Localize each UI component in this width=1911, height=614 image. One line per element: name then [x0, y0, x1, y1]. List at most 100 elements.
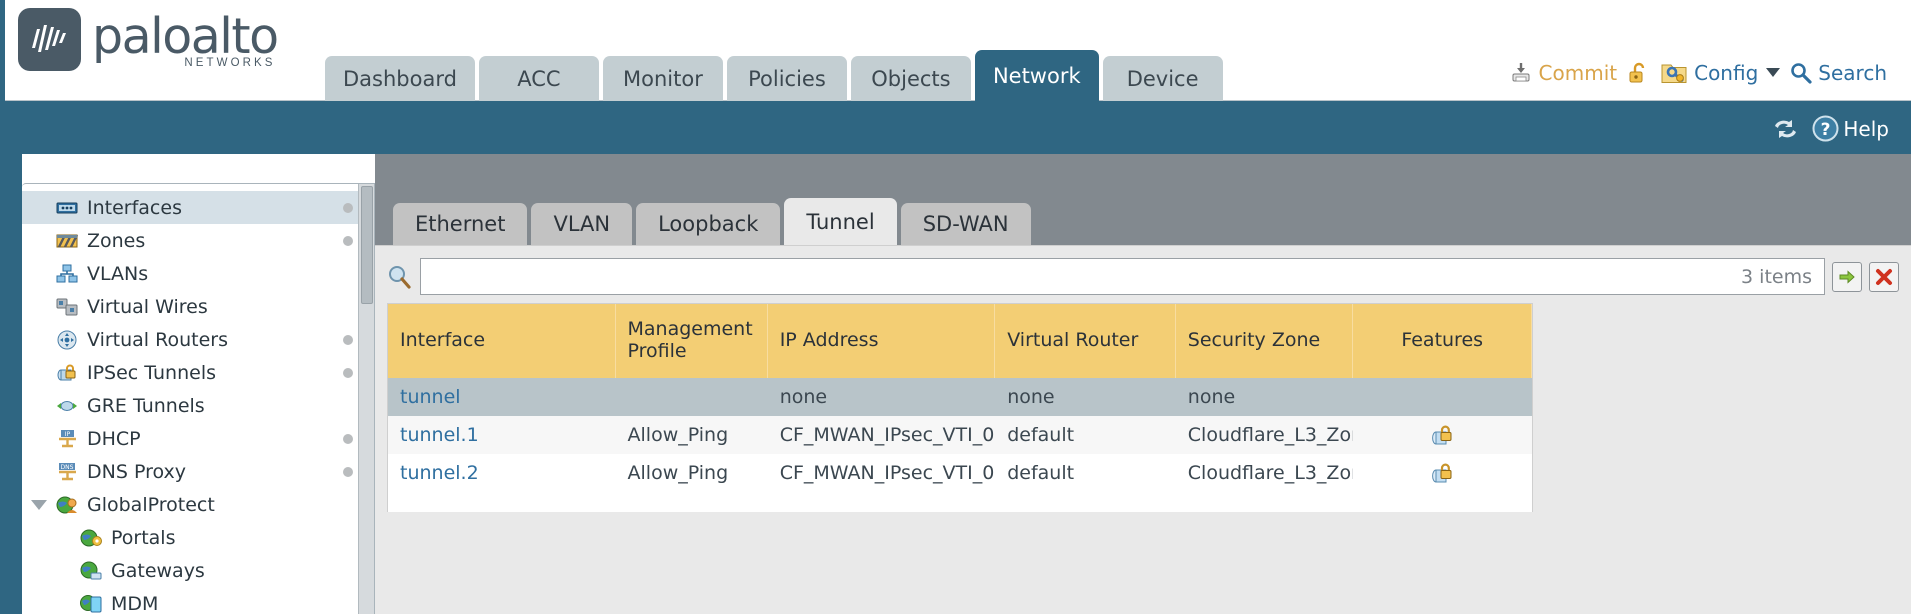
portals-icon	[80, 529, 102, 546]
mdm-icon	[80, 594, 102, 612]
clear-filter-button[interactable]	[1869, 261, 1899, 292]
interface-link[interactable]: tunnel.1	[400, 423, 479, 446]
table-header-management-profile[interactable]: Management Profile	[615, 304, 768, 378]
cell-interface: tunnel	[388, 377, 616, 416]
nav-tab-monitor[interactable]: Monitor	[602, 56, 723, 101]
sidebar-item-label: DNS Proxy	[87, 460, 186, 483]
sidebar-item-mdm[interactable]: MDM	[22, 587, 374, 614]
subtab-ethernet[interactable]: Ethernet	[393, 203, 528, 245]
table-bottom-filler	[387, 492, 1533, 512]
paloalto-logo-mark-icon	[18, 8, 81, 71]
sidebar-scrollbar[interactable]	[358, 184, 374, 614]
svg-text:DNS: DNS	[61, 464, 74, 471]
sidebar-item-interfaces[interactable]: Interfaces	[22, 191, 374, 224]
brand-tagline: NETWORKS	[184, 56, 276, 69]
sidebar-item-portals[interactable]: Portals	[22, 521, 374, 554]
expand-caret-icon[interactable]	[31, 499, 47, 510]
table-header-security-zone[interactable]: Security Zone	[1175, 304, 1354, 378]
items-count-label: 3 items	[1741, 265, 1812, 288]
sidebar-item-gre-tunnels[interactable]: GRE Tunnels	[22, 389, 374, 422]
sidebar-item-virtual-routers[interactable]: Virtual Routers	[22, 323, 374, 356]
sidebar-item-dns-proxy[interactable]: DNS DNS Proxy	[22, 455, 374, 488]
help-circle-icon: ?	[1812, 115, 1839, 142]
cell-management-profile: Allow_Ping	[615, 453, 768, 492]
cell-ip-address: none	[767, 377, 996, 416]
cell-text: none	[1187, 385, 1236, 408]
sidebar-status-dot	[343, 334, 353, 345]
lock-open-icon[interactable]	[1626, 60, 1652, 86]
svg-text:?: ?	[1821, 120, 1831, 140]
gateways-icon	[80, 561, 102, 579]
nav-tab-acc[interactable]: ACC	[478, 56, 599, 101]
nav-tab-network[interactable]: Network	[974, 50, 1099, 101]
nav-tab-objects[interactable]: Objects	[850, 56, 971, 101]
help-group: ? Help	[1772, 115, 1889, 142]
sidebar-item-gateways[interactable]: Gateways	[22, 554, 374, 587]
table-header-interface[interactable]: Interface	[388, 304, 616, 378]
cell-text: none	[1007, 385, 1055, 408]
dhcp-icon-wrap: IP	[56, 429, 78, 449]
cell-features	[1353, 415, 1532, 454]
search-input-box[interactable]: 3 items	[420, 258, 1825, 295]
vlans-icon	[56, 264, 78, 282]
subtab-loopback[interactable]: Loopback	[636, 203, 781, 245]
ipsec-tunnel-icon	[1431, 463, 1452, 483]
search-button[interactable]: Search	[1789, 61, 1887, 85]
table-row[interactable]: tunnel.2Allow_PingCF_MWAN_IPsec_VTI_02_.…	[388, 453, 1532, 492]
gre-tunnels-icon	[57, 400, 77, 411]
globalprotect-icon-wrap	[56, 495, 78, 515]
table-row[interactable]: tunnel none none none	[388, 377, 1532, 416]
cell-features	[1353, 453, 1532, 492]
apply-filter-button[interactable]	[1832, 261, 1862, 292]
table-row[interactable]: tunnel.1Allow_PingCF_MWAN_IPsec_VTI_01_.…	[388, 415, 1532, 454]
cell-text: Allow_Ping	[627, 423, 729, 446]
table-header-features[interactable]: Features	[1353, 304, 1532, 378]
sidebar-item-label: GlobalProtect	[87, 493, 215, 516]
dns-proxy-icon-wrap: DNS	[56, 462, 78, 482]
virtual-wires-icon	[56, 298, 78, 315]
arrow-right-icon	[1839, 269, 1855, 284]
refresh-icon[interactable]	[1772, 117, 1799, 141]
nav-tab-device[interactable]: Device	[1102, 56, 1223, 101]
cell-text: default	[1007, 461, 1075, 484]
portals-icon-wrap	[80, 528, 102, 548]
commit-button[interactable]: Commit	[1509, 61, 1617, 85]
help-label: Help	[1843, 116, 1889, 141]
search-filter-icon[interactable]	[387, 264, 413, 290]
interface-link[interactable]: tunnel	[400, 385, 461, 408]
search-input[interactable]	[433, 266, 1732, 287]
sidebar-item-ipsec-tunnels[interactable]: IPSec Tunnels	[22, 356, 374, 389]
sidebar-item-label: Zones	[87, 229, 146, 252]
header-actions: Commit Config	[1509, 50, 1887, 95]
nav-tab-dashboard[interactable]: Dashboard	[325, 56, 475, 101]
config-menu[interactable]: Config	[1661, 60, 1781, 86]
sidebar-item-vlans[interactable]: VLANs	[22, 257, 374, 290]
subtab-sd-wan[interactable]: SD-WAN	[900, 203, 1031, 245]
sidebar-item-label: GRE Tunnels	[87, 394, 205, 417]
help-button[interactable]: ? Help	[1812, 115, 1889, 142]
subtab-vlan[interactable]: VLAN	[531, 203, 633, 245]
dns-proxy-icon: DNS	[59, 462, 76, 480]
cell-text: Cloudflare_L3_Zone	[1187, 423, 1354, 446]
sidebar-status-dot	[343, 466, 353, 477]
sidebar-item-globalprotect[interactable]: GlobalProtect	[22, 488, 374, 521]
sidebar-item-zones[interactable]: Zones	[22, 224, 374, 257]
sidebar-status-dot	[343, 202, 353, 213]
table-header-ip-address[interactable]: IP Address	[767, 304, 996, 378]
vlans-icon-wrap	[56, 264, 78, 284]
sidebar-item-virtual-wires[interactable]: Virtual Wires	[22, 290, 374, 323]
interfaces-icon	[56, 202, 78, 213]
subtab-tunnel[interactable]: Tunnel	[784, 198, 897, 245]
nav-tab-policies[interactable]: Policies	[726, 56, 847, 101]
interface-link[interactable]: tunnel.2	[400, 461, 479, 484]
virtual-routers-icon-wrap	[56, 330, 78, 350]
sidebar-scrollbar-thumb[interactable]	[361, 186, 373, 304]
table-header-virtual-router[interactable]: Virtual Router	[995, 304, 1176, 378]
commit-icon	[1512, 62, 1530, 81]
